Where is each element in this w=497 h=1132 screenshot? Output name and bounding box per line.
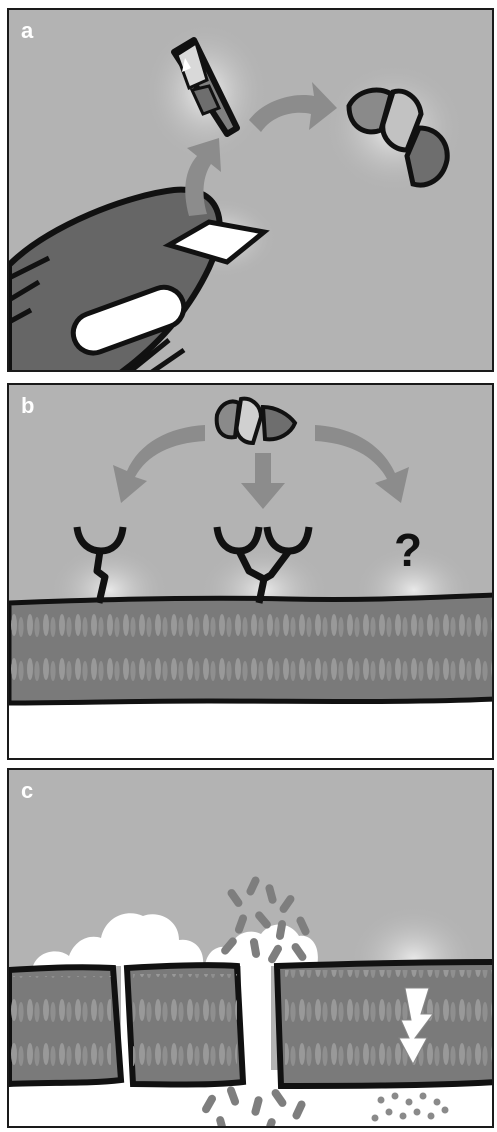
lipid-layer [11,976,111,1076]
panel-c-illustration [9,770,494,1128]
lipid-layer-top [11,609,494,651]
panel-label: c [21,780,33,802]
panel-label: b [21,395,34,417]
unknown-target-marker: ? [394,523,422,577]
arrow-right [315,425,409,503]
peptide-piece [407,128,447,185]
panel-b: ? b [7,383,494,760]
lipid-layer-bottom [11,653,494,695]
panel-a: a [7,8,494,372]
leak-cloud-left [33,913,203,966]
arrow-left [113,425,205,503]
panel-a-illustration [9,10,494,372]
receptor-double-right [267,527,309,551]
peptide-piece [237,399,261,443]
peptide-piece [263,407,295,439]
arrow-down [241,453,285,509]
receptor-double-left [217,527,259,551]
lipid-layer [285,970,494,1080]
lipid-layer [133,974,237,1078]
panel-label: a [21,20,33,42]
panel-c: c [7,768,494,1128]
